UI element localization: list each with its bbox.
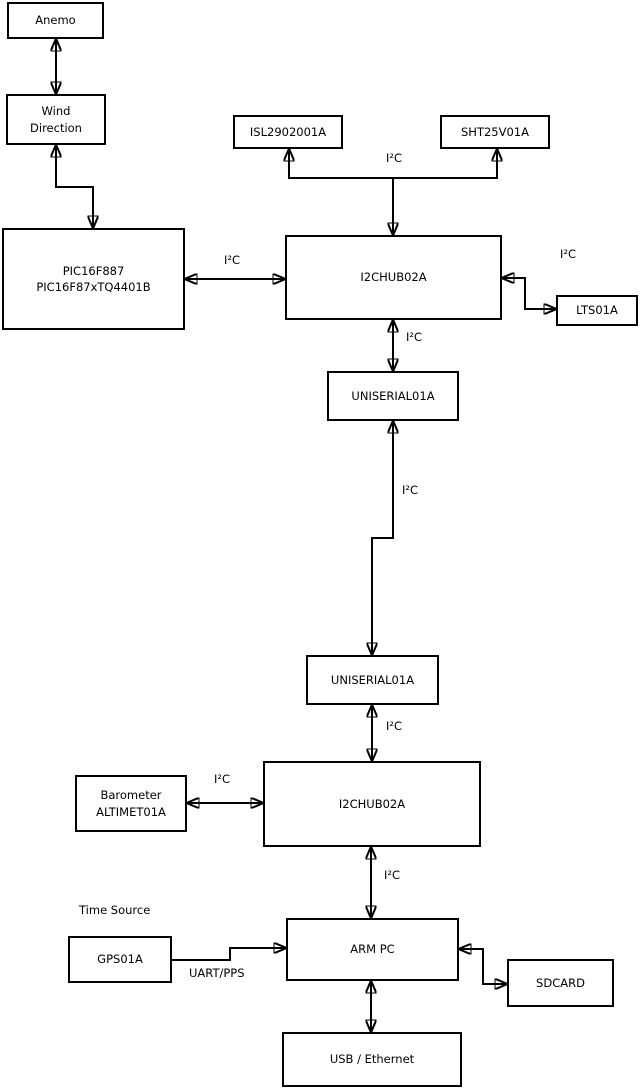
connector-gps01a-armpc: [172, 948, 286, 961]
node-anemo: Anemo: [7, 2, 104, 39]
node-isl2902001a: ISL2902001A: [233, 115, 343, 149]
node-lts01a: LTS01A: [556, 295, 638, 326]
edge-label-i2c-hub-lts: I²C: [560, 247, 577, 261]
connector-wind-direction-pic16f887: [56, 145, 93, 228]
node-i2chub02a-top: I2CHUB02A: [285, 235, 502, 320]
node-arm-pc: ARM PC: [286, 918, 459, 981]
edge-label-i2c-hub2-armpc: I²C: [384, 868, 401, 882]
node-wind-direction: Wind Direction: [6, 94, 106, 145]
node-pic16f887: PIC16F887 PIC16F87xTQ4401B: [2, 228, 185, 330]
edge-label-i2c-uniserial-hub2: I²C: [386, 719, 403, 733]
edge-label-i2c-barometer: I²C: [214, 772, 231, 786]
edge-label-uart-pps: UART/PPS: [189, 966, 245, 980]
node-usb-ethernet: USB / Ethernet: [282, 1032, 462, 1087]
edge-label-i2c-pic-hub: I²C: [224, 253, 241, 267]
node-gps01a: GPS01A: [68, 936, 172, 983]
edge-label-i2c-uniserial-link: I²C: [402, 483, 419, 497]
node-uniserial01a-lower: UNISERIAL01A: [306, 655, 439, 705]
node-sdcard: SDCARD: [507, 959, 614, 1007]
connector-uniserial-upper-lower: [372, 421, 393, 655]
annotation-time-source: Time Source: [79, 903, 151, 917]
node-uniserial01a-upper: UNISERIAL01A: [327, 371, 459, 421]
edge-label-i2c-hub-uniserial: I²C: [406, 330, 423, 344]
node-barometer: Barometer ALTIMET01A: [75, 775, 187, 832]
node-i2chub02a-bottom: I2CHUB02A: [263, 761, 481, 847]
edge-label-i2c-bus-sensors: I²C: [386, 151, 403, 165]
connector-armpc-sdcard: [459, 949, 507, 984]
node-sht25v01a: SHT25V01A: [440, 115, 550, 149]
connector-i2chub-top-lts01a: [502, 278, 556, 309]
